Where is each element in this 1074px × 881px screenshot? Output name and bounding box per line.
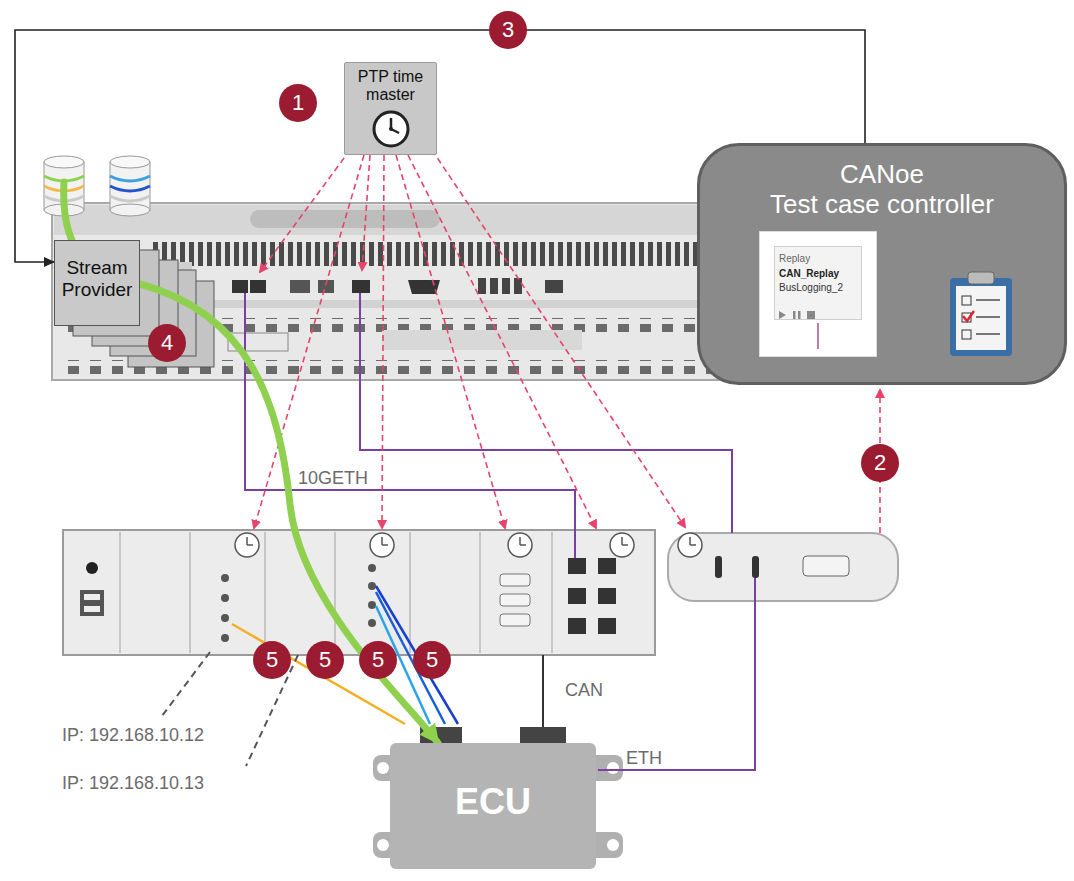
node-text: Replay	[779, 253, 857, 265]
callout-number: 2	[861, 444, 899, 482]
callout-number: 5	[359, 641, 397, 679]
annotation-label: IP: 192.168.10.12	[60, 725, 206, 746]
node-text: PTP time master	[349, 68, 432, 105]
database-icon	[110, 156, 150, 216]
callout-number: 1	[279, 84, 317, 122]
stream-provider-box: Stream Provider	[54, 240, 140, 326]
node-text: Stream Provider	[57, 257, 137, 301]
callout-number: 5	[413, 641, 451, 679]
clipboard-icon	[950, 272, 1012, 356]
node-text: CAN_Replay	[779, 268, 857, 280]
clock-icon	[371, 109, 411, 149]
io-chassis	[63, 530, 655, 655]
callout-number: 5	[253, 641, 291, 679]
node-text: BusLogging_2	[779, 282, 857, 294]
interface-device	[668, 533, 898, 601]
annotation-label: ETH	[624, 748, 664, 769]
ecu-box: ECU	[390, 743, 596, 869]
node-text: CANoe	[710, 160, 1054, 190]
callout-number: 5	[306, 641, 344, 679]
test-controller-box: CANoeTest case controllerReplayCAN_Repla…	[697, 143, 1067, 385]
ptp-master-box: PTP time master	[344, 62, 437, 155]
node-text: ECU	[394, 781, 592, 822]
callout-number: 3	[489, 11, 527, 49]
replay-widget: ReplayCAN_ReplayBusLogging_2	[774, 246, 862, 320]
replay-panel: ReplayCAN_ReplayBusLogging_2	[759, 231, 877, 357]
callout-number: 4	[148, 324, 186, 362]
annotation-label: CAN	[563, 680, 605, 701]
stream-connector	[140, 284, 438, 743]
annotation-label: 10GETH	[296, 468, 370, 489]
node-text: Test case controller	[710, 190, 1054, 220]
replay-controls	[779, 311, 818, 349]
annotation-label: IP: 192.168.10.13	[60, 773, 206, 794]
